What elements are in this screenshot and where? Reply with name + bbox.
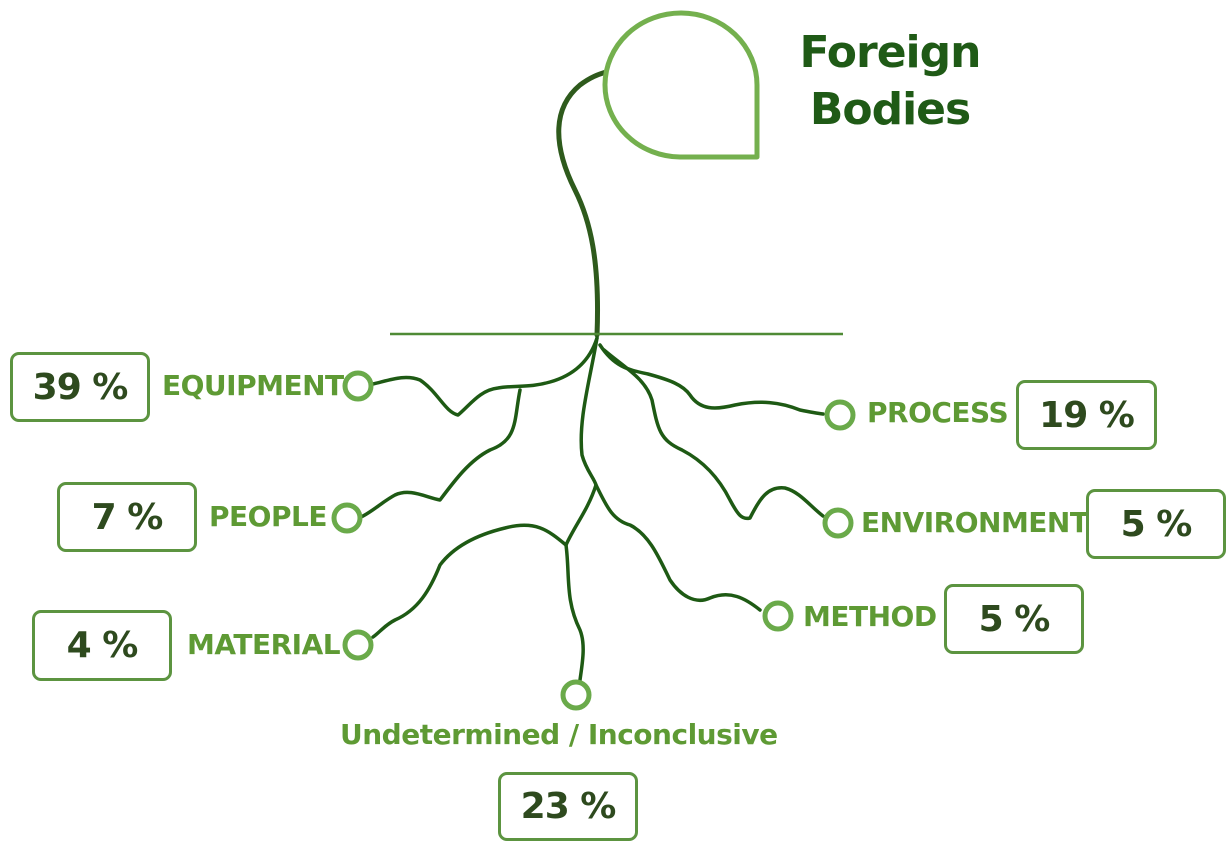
percent-box-process: 19 % (1016, 380, 1157, 450)
node-material (342, 629, 374, 661)
diagram-title: Foreign Bodies (790, 24, 990, 138)
root-undetermined (564, 336, 599, 682)
root-method (594, 483, 762, 612)
label-undetermined: Undetermined / Inconclusive (340, 718, 778, 751)
title-line-1: Foreign (799, 27, 982, 78)
label-environment: ENVIRONMENT (861, 506, 1089, 539)
title-line-2: Bodies (809, 84, 971, 135)
node-people (331, 502, 363, 534)
node-method (762, 600, 794, 632)
percent-box-method: 5 % (944, 584, 1084, 654)
percent-box-environment: 5 % (1086, 489, 1226, 559)
plant-stem (556, 69, 609, 338)
label-people: PEOPLE (209, 500, 327, 533)
label-process: PROCESS (867, 396, 1009, 429)
leaf-icon (602, 10, 760, 160)
root-environment (602, 348, 825, 521)
percent-box-undetermined: 23 % (498, 772, 638, 841)
node-process (824, 399, 856, 431)
percent-box-material: 4 % (32, 610, 172, 681)
node-environment (822, 507, 854, 539)
label-material: MATERIAL (187, 628, 341, 661)
root-process (598, 343, 825, 416)
node-equipment (342, 370, 374, 402)
root-material (371, 523, 568, 639)
label-method: METHOD (803, 600, 937, 633)
node-undetermined (560, 679, 592, 711)
label-equipment: EQUIPMENT (162, 369, 344, 402)
root-people (359, 388, 522, 519)
root-equipment (371, 336, 599, 417)
percent-box-people: 7 % (57, 482, 197, 552)
percent-box-equipment: 39 % (10, 352, 150, 422)
